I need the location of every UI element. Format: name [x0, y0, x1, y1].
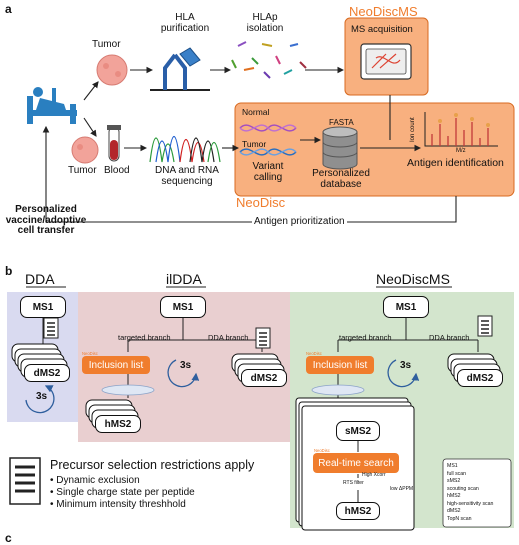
panel-a-letter: a: [5, 2, 12, 16]
tumor-bottom-label: Tumor: [68, 165, 97, 176]
document-icon-restrictions: [9, 457, 41, 505]
blood-label: Blood: [104, 165, 130, 176]
antigen-identification-label: Antigen identification: [407, 157, 504, 169]
three-s-dda: 3s: [36, 391, 48, 402]
hms2-card-neodiscms: hMS2: [336, 502, 380, 520]
dms2-card-ildda: dMS2: [241, 369, 287, 387]
normal-label: Normal: [242, 107, 270, 117]
dda-branch-neodiscms: DDA branch: [429, 333, 470, 342]
document-icon-ildda: [255, 327, 271, 349]
inclusion-list-neodiscms: Inclusion list: [306, 356, 374, 374]
legend-box: [442, 458, 512, 528]
tumor-top-icon: [96, 54, 128, 86]
tumor-seq-label: Tumor: [242, 139, 267, 149]
restrictions-title: Precursor selection restrictions apply: [50, 458, 255, 472]
restrictions-list: • Dynamic exclusion • Single charge stat…: [50, 475, 195, 510]
inclusion-list-ildda: Inclusion list: [82, 356, 150, 374]
three-s-ildda: 3s: [180, 360, 192, 371]
dda-title: DDA: [25, 271, 55, 287]
low-dppm-label: low ΔPPM: [390, 486, 414, 492]
panel-b-letter: b: [5, 264, 13, 278]
sequencing-chromatogram-icon: [149, 136, 221, 163]
tumor-bottom-icon: [71, 136, 99, 164]
dna-tumor-icon: [239, 148, 297, 156]
dda-branch-ildda: DDA branch: [208, 333, 249, 342]
sms2-card: sMS2: [336, 421, 380, 441]
neodisc-tag-neodiscms: NeoDisc: [306, 351, 322, 356]
neodisc-title-a: NeoDisc: [236, 195, 286, 210]
ms-instrument-icon: [360, 43, 412, 80]
targeted-branch-neodiscms: targeted branch: [339, 333, 392, 342]
dms2-card-neodiscms: dMS2: [457, 369, 503, 387]
document-icon-neodiscms: [477, 315, 493, 337]
ms1-card-ildda: MS1: [160, 296, 206, 318]
neodiscms-title-a: NeoDiscMS: [349, 4, 418, 19]
blood-tube-icon: [107, 125, 121, 162]
realtime-search-box: Real-time search: [313, 453, 399, 473]
panel-c-letter: c: [5, 531, 12, 545]
ms-acquisition-label: MS acquisition: [351, 24, 413, 35]
neodiscms-title-b: NeoDiscMS: [376, 271, 450, 287]
peptides-icon: [231, 41, 307, 79]
hms2-card-ildda: hMS2: [95, 415, 141, 433]
antigen-prioritization-label: Antigen prioritization: [252, 216, 347, 228]
hla-receptor-icon: [150, 47, 210, 91]
mz-label: M/z: [456, 148, 466, 154]
neodisc-tag-rts: NeoDisc: [314, 448, 330, 453]
ms1-card-dda: MS1: [20, 296, 66, 318]
ion-count-label: Ion count: [410, 117, 416, 142]
three-s-neodiscms: 3s: [400, 360, 412, 371]
dms2-card-dda: dMS2: [24, 364, 70, 382]
ms-spectrum-icon: [424, 112, 498, 147]
rts-filter-label: RTS filter: [343, 480, 364, 486]
targeted-branch-ildda: targeted branch: [118, 333, 171, 342]
tumor-top-label: Tumor: [92, 39, 121, 50]
neodisc-tag-ildda: NeoDisc: [82, 351, 98, 356]
dna-normal-icon: [239, 124, 297, 132]
ms1-card-neodiscms: MS1: [383, 296, 429, 318]
patient-bed-icon: [27, 87, 77, 124]
document-icon-dda: [43, 317, 59, 339]
fasta-label: FASTA: [329, 118, 354, 127]
high-xcorr-label: High Xcorr: [362, 472, 386, 478]
ildda-title: ilDDA: [166, 271, 202, 287]
database-icon: [322, 126, 358, 170]
